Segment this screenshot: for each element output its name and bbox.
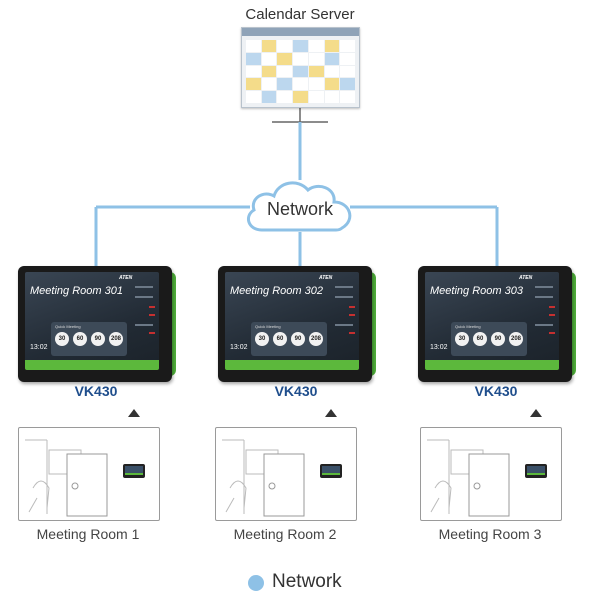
- quick-meeting-label: Quick Meeting: [255, 324, 281, 329]
- door-knob: [473, 482, 481, 490]
- pointer-triangle-icon: [530, 409, 542, 417]
- calendar-header-bar: [242, 28, 359, 36]
- panel-clock: 13:02: [30, 344, 48, 351]
- duration-button: 60: [473, 332, 487, 346]
- panel-status-bar: [225, 360, 359, 370]
- meeting-room-label: Meeting Room 1: [36, 526, 140, 542]
- duration-button: 60: [73, 332, 87, 346]
- duration-button: 208: [109, 332, 123, 346]
- panel-room-title: Meeting Room 301: [30, 285, 123, 297]
- brand-logo: ATEN: [319, 275, 333, 281]
- door-knob: [268, 482, 276, 490]
- quick-meeting-label: Quick Meeting: [55, 324, 81, 329]
- meeting-room-label: Meeting Room 2: [233, 526, 337, 542]
- model-label: VK430: [274, 383, 318, 399]
- brand-logo: ATEN: [119, 275, 133, 281]
- door: [66, 453, 108, 517]
- panel-status-bar: [425, 360, 559, 370]
- panel-schedule-list: [135, 280, 157, 350]
- meeting-room-label: Meeting Room 3: [438, 526, 542, 542]
- room-sketch: [25, 439, 145, 517]
- legend-network-label: Network: [272, 571, 342, 592]
- brand-logo: ATEN: [519, 275, 533, 281]
- model-label: VK430: [74, 383, 118, 399]
- panel-schedule-list: [335, 280, 357, 350]
- duration-button: 30: [455, 332, 469, 346]
- server-title: Calendar Server: [245, 6, 355, 23]
- duration-button: 208: [509, 332, 523, 346]
- duration-button: 30: [255, 332, 269, 346]
- panel-clock: 13:02: [430, 344, 448, 351]
- quick-meeting-label: Quick Meeting: [455, 324, 481, 329]
- duration-button: 90: [91, 332, 105, 346]
- duration-button: 90: [491, 332, 505, 346]
- panel-clock: 13:02: [230, 344, 248, 351]
- meeting-room-illustration: [18, 427, 160, 521]
- room-sketch: [427, 439, 547, 517]
- room-sketch: [222, 439, 342, 517]
- pointer-triangle-icon: [325, 409, 337, 417]
- calendar-server-icon: [241, 27, 360, 108]
- legend-network-dot: [248, 575, 264, 591]
- meeting-room-illustration: [215, 427, 357, 521]
- duration-button: 208: [309, 332, 323, 346]
- model-label: VK430: [474, 383, 518, 399]
- calendar-grid: [246, 40, 355, 103]
- duration-button: 60: [273, 332, 287, 346]
- duration-button: 30: [55, 332, 69, 346]
- network-cloud-label: Network: [266, 199, 333, 219]
- meeting-room-illustration: [420, 427, 562, 521]
- panel-room-title: Meeting Room 302: [230, 285, 323, 297]
- panel-schedule-list: [535, 280, 557, 350]
- panel-status-bar: [25, 360, 159, 370]
- duration-button: 90: [291, 332, 305, 346]
- door-knob: [71, 482, 79, 490]
- door: [468, 453, 510, 517]
- network-cloud-icon: [246, 181, 352, 232]
- panel-room-title: Meeting Room 303: [430, 285, 523, 297]
- door: [263, 453, 305, 517]
- pointer-triangle-icon: [128, 409, 140, 417]
